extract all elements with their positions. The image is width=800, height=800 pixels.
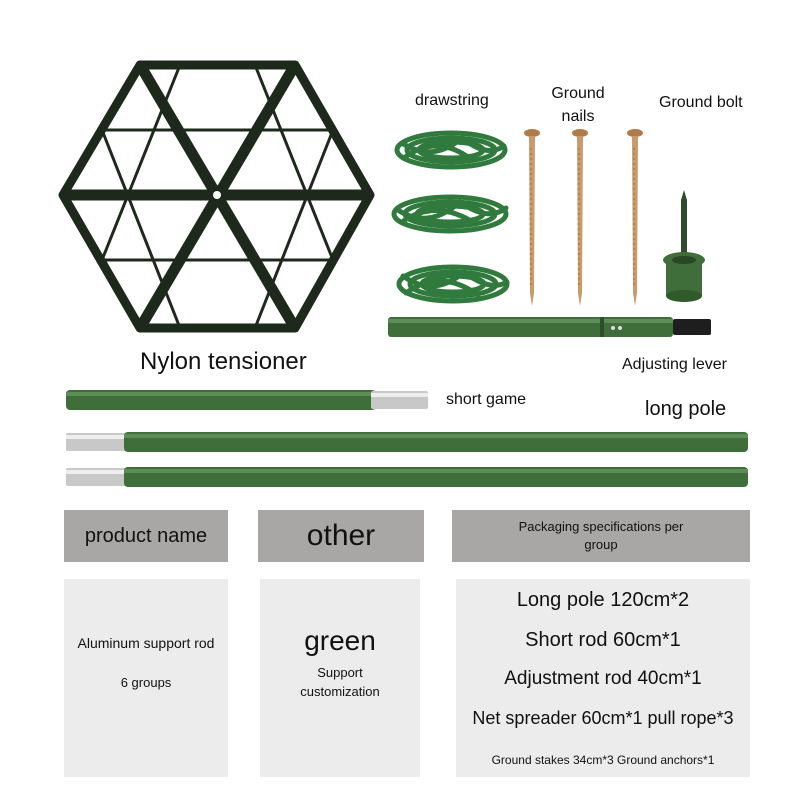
ground-nail-1 [524, 129, 540, 306]
drawstring-rope-1 [394, 130, 508, 170]
other-note-line2: customization [300, 684, 380, 699]
header-product-name: product name [64, 510, 228, 562]
packaging-item-4: Net spreader 60cm*1 pull rope*3 [472, 708, 734, 728]
nylon-tensioner-image [58, 60, 375, 333]
cell-packaging: Long pole 120cm*2 Short rod 60cm*1 Adjus… [456, 579, 750, 777]
label-ground-bolt: Ground bolt [659, 94, 743, 111]
label-ground-nails: Ground nails [548, 82, 608, 128]
packaging-item-1: Long pole 120cm*2 [516, 589, 690, 611]
header-product-name-text: product name [84, 524, 208, 547]
label-short-game: short game [446, 391, 527, 408]
other-color-value: green [304, 625, 376, 656]
ground-nail-3 [627, 129, 643, 306]
packaging-item-5: Ground stakes 34cm*3 Ground anchors*1 [491, 753, 715, 767]
drawstring-rope-2 [391, 194, 509, 234]
ground-nail-2 [572, 129, 588, 306]
header-packaging: Packaging specifications per group [452, 510, 750, 562]
product-name-value: Aluminum support rod [77, 635, 215, 651]
cell-other: green Support customization [260, 579, 420, 777]
header-packaging-line2: group [584, 537, 618, 552]
label-nylon-tensioner: Nylon tensioner [140, 348, 307, 375]
cell-product: Aluminum support rod 6 groups [64, 579, 228, 777]
adjusting-lever-image [388, 317, 711, 337]
label-ground-nails-text: Ground nails [551, 85, 605, 125]
short-pole-image [66, 390, 428, 410]
packaging-item-2: Short rod 60cm*1 [525, 629, 681, 651]
ground-bolt-image [663, 190, 705, 302]
header-other: other [258, 510, 424, 562]
label-drawstring: drawstring [415, 92, 489, 109]
header-packaging-line1: Packaging specifications per [518, 519, 684, 534]
packaging-item-3: Adjustment rod 40cm*1 [504, 668, 702, 689]
header-other-text: other [306, 519, 376, 552]
other-note-line1: Support [317, 665, 363, 680]
label-long-pole: long pole [645, 398, 727, 420]
long-pole-image-1 [66, 432, 748, 452]
label-adjusting-lever: Adjusting lever [622, 356, 727, 373]
product-groups-value: 6 groups [120, 675, 172, 690]
long-pole-image-2 [66, 467, 748, 487]
drawstring-rope-3 [396, 264, 510, 304]
